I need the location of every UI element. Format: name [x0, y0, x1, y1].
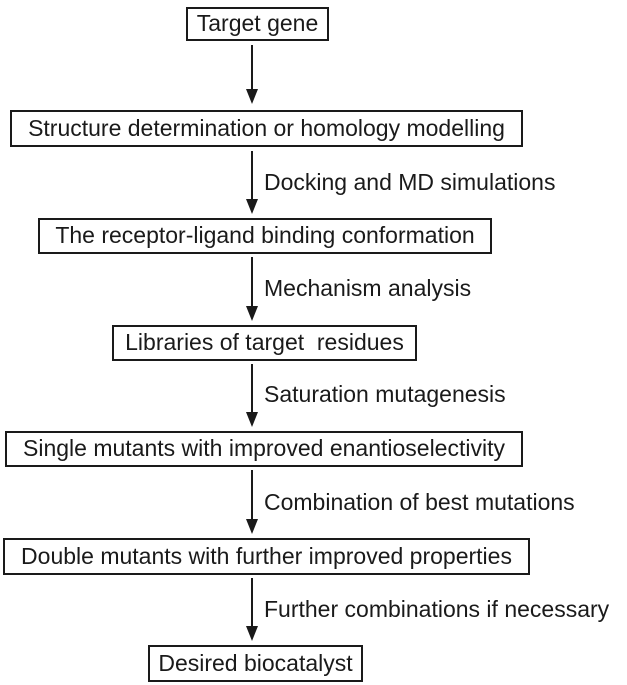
flow-node-binding-conformation: The receptor-ligand binding conformation [38, 218, 492, 254]
down-arrow-3 [245, 257, 259, 321]
arrow-head-icon [246, 626, 258, 641]
flow-node-label: Target gene [196, 10, 319, 37]
arrow-stem [251, 470, 253, 519]
arrow-head-icon [246, 412, 258, 427]
arrow-stem [251, 257, 253, 306]
arrow-head-icon [246, 306, 258, 321]
down-arrow-6 [245, 578, 259, 641]
arrow-label-mechanism-analysis: Mechanism analysis [264, 275, 472, 301]
down-arrow-1 [245, 45, 259, 104]
flow-node-single-mutants: Single mutants with improved enantiosele… [5, 431, 523, 467]
arrow-head-icon [246, 519, 258, 534]
arrow-stem [251, 578, 253, 626]
flow-node-label: Desired biocatalyst [158, 649, 353, 676]
flow-node-label: Structure determination or homology mode… [28, 114, 505, 141]
arrow-label-saturation-mutagenesis: Saturation mutagenesis [264, 381, 506, 407]
flow-node-target-gene: Target gene [186, 7, 329, 41]
down-arrow-5 [245, 470, 259, 534]
flow-node-label: Double mutants with further improved pro… [21, 542, 512, 569]
down-arrow-4 [245, 364, 259, 427]
arrow-label-docking-md: Docking and MD simulations [264, 169, 556, 195]
arrow-stem [251, 364, 253, 412]
arrow-stem [251, 45, 253, 89]
flow-node-label: Libraries of target residues [125, 329, 404, 356]
flow-node-double-mutants: Double mutants with further improved pro… [3, 538, 530, 575]
arrow-stem [251, 151, 253, 199]
arrow-label-further-combinations: Further combinations if necessary [264, 596, 610, 622]
arrow-head-icon [246, 199, 258, 214]
arrow-label-combination-best-mutations: Combination of best mutations [264, 489, 575, 515]
flow-node-label: The receptor-ligand binding conformation [55, 222, 475, 249]
down-arrow-2 [245, 151, 259, 214]
flow-node-desired-biocatalyst: Desired biocatalyst [148, 645, 363, 682]
flow-node-label: Single mutants with improved enantiosele… [23, 435, 505, 462]
arrow-head-icon [246, 89, 258, 104]
flow-node-target-residues: Libraries of target residues [112, 325, 417, 361]
flow-node-structure-determination: Structure determination or homology mode… [10, 110, 523, 147]
